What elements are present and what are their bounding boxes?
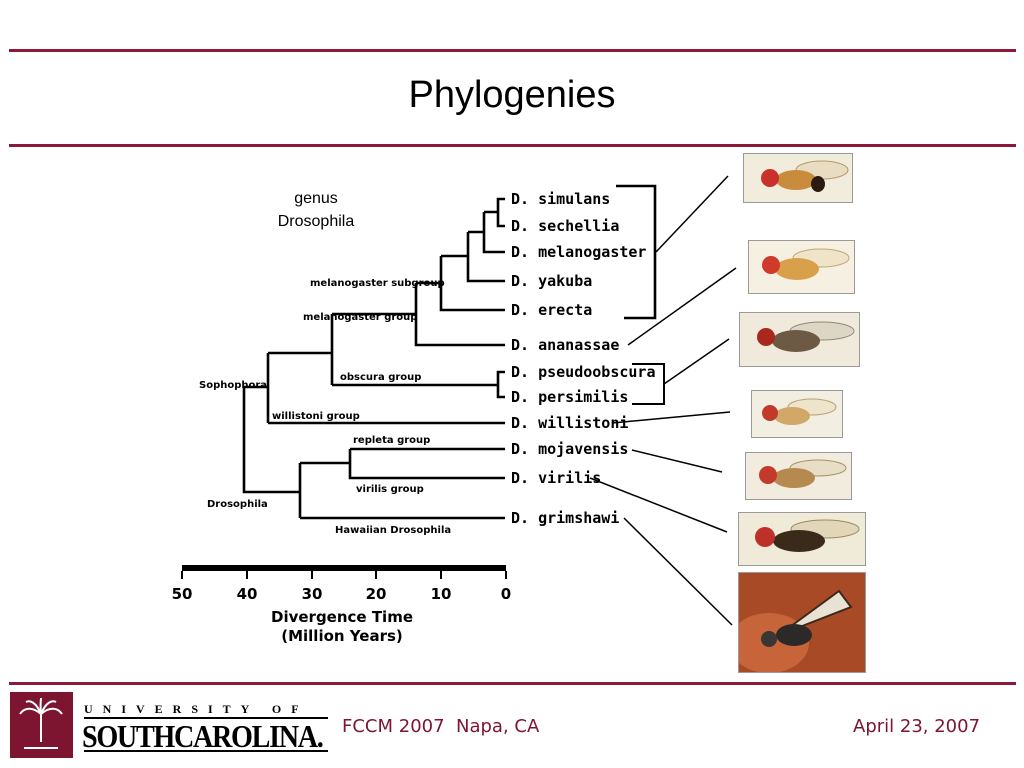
- connector-willistoni: [611, 411, 731, 424]
- branch-melanogaster: [482, 210, 505, 254]
- axis-title-line2: (Million Years): [281, 627, 403, 645]
- connector-grimshawi: [623, 517, 733, 626]
- clade-label: Drosophila: [207, 499, 268, 510]
- fly-photo-willistoni: [751, 390, 843, 438]
- fly-icon: [761, 160, 849, 192]
- axis-tick-label: 30: [302, 585, 323, 603]
- species-labels: D. simulans D. sechellia D. melanogaster…: [511, 190, 656, 527]
- university-name-bottom: SOUTHCAROLINA.: [82, 718, 324, 754]
- fly-photo-virilis: [738, 512, 866, 566]
- branch-root: [242, 385, 300, 494]
- clade-label: obscura group: [340, 372, 421, 383]
- palmetto-icon: [19, 697, 63, 749]
- fly-icon: [755, 519, 860, 552]
- branch-mojavensis-virilis: [348, 447, 505, 480]
- footer-date: April 23, 2007: [853, 716, 981, 737]
- connector-virilis: [589, 477, 728, 533]
- page-title: Phylogenies: [408, 74, 616, 116]
- axis-ticks: [181, 571, 507, 579]
- axis-tick-label: 0: [501, 585, 511, 603]
- university-name-top: UNIVERSITY OF: [84, 702, 309, 716]
- clade-labels: melanogaster subgroup melanogaster group…: [199, 278, 451, 536]
- clade-label: melanogaster group: [303, 312, 417, 323]
- species-label: D. virilis: [511, 469, 601, 487]
- species-label: D. mojavensis: [511, 440, 628, 458]
- axis-tick-label: 20: [366, 585, 387, 603]
- connector-obscura: [663, 338, 730, 385]
- branch-melanogaster-group: [330, 312, 416, 385]
- fly-icon: [757, 321, 855, 352]
- species-label: D. erecta: [511, 301, 592, 319]
- axis-tick-label: 10: [431, 585, 452, 603]
- species-label: D. willistoni: [511, 414, 628, 432]
- branch-drosophila-subgenus: [298, 461, 350, 518]
- top-rule: [9, 49, 1016, 52]
- genus-label-line2: Drosophila: [277, 213, 355, 230]
- fly-photo-grimshawi: [738, 572, 866, 673]
- fly-icon: [762, 248, 850, 280]
- clade-label: repleta group: [353, 435, 430, 446]
- fly-photo-mojavensis: [745, 452, 852, 500]
- species-label: D. melanogaster: [511, 243, 646, 261]
- axis-tick-label: 40: [237, 585, 258, 603]
- genus-label: genus Drosophila: [262, 187, 370, 233]
- clade-label: Sophophora: [199, 380, 267, 391]
- branch-simulans-sechellia: [496, 197, 505, 228]
- bracket-melanogaster-subgroup: [616, 184, 657, 320]
- branch-ananassae: [414, 281, 505, 347]
- species-label: D. yakuba: [511, 272, 592, 290]
- clade-label: virilis group: [356, 484, 424, 495]
- species-label: D. persimilis: [511, 388, 628, 406]
- logo-underline: [84, 750, 328, 752]
- title-underline-rule: [9, 144, 1016, 147]
- axis-title-line1: Divergence Time: [271, 608, 413, 626]
- time-axis: 50 40 30 20 10 0 Divergence Time (Millio…: [172, 565, 511, 645]
- tree-branches: [242, 175, 737, 626]
- genus-label-line1: genus: [294, 190, 338, 207]
- branch-yakuba: [466, 230, 505, 283]
- clade-label: willistoni group: [272, 411, 360, 422]
- species-label: D. pseudoobscura: [511, 363, 656, 381]
- fly-photo-pseudoobscura: [739, 312, 860, 367]
- clade-label: melanogaster subgroup: [310, 278, 445, 289]
- fly-icon: [762, 398, 837, 425]
- clade-label: Hawaiian Drosophila: [335, 525, 451, 536]
- fly-icon: [759, 459, 847, 488]
- connector-melanogaster: [655, 175, 729, 253]
- footer-event: FCCM 2007 Napa, CA: [342, 716, 540, 737]
- fly-icon: [739, 573, 865, 672]
- university-seal: [10, 692, 73, 758]
- branch-erecta: [439, 254, 505, 312]
- branch-pseudo-persimilis: [496, 370, 505, 399]
- axis-tick-label: 50: [172, 585, 193, 603]
- axis-bar: [182, 565, 506, 571]
- connector-mojavensis: [631, 449, 723, 473]
- fly-photo-ananassae: [748, 240, 855, 294]
- fly-photo-melanogaster: [743, 153, 853, 203]
- species-label: D. sechellia: [511, 217, 619, 235]
- species-label: D. simulans: [511, 190, 610, 208]
- logo-divider: [84, 717, 328, 719]
- footer-rule: [9, 682, 1016, 685]
- species-label: D. ananassae: [511, 336, 619, 354]
- species-label: D. grimshawi: [511, 509, 619, 527]
- connector-ananassae: [627, 267, 737, 346]
